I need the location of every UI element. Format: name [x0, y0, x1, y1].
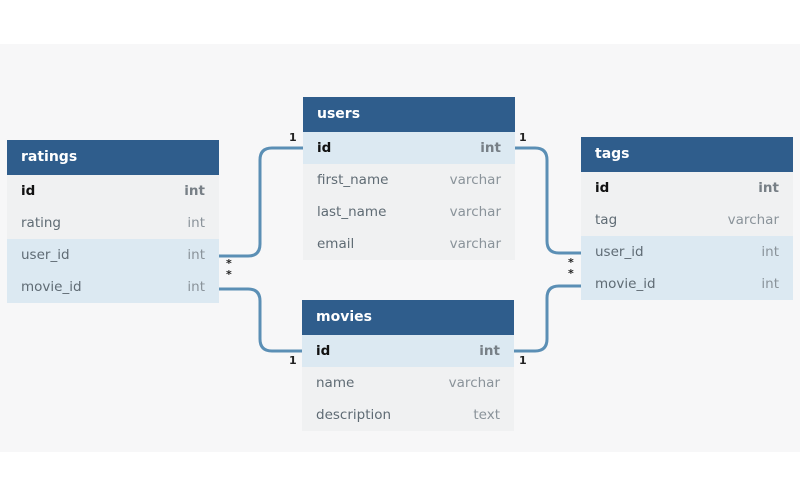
field-name: movie_id — [21, 279, 82, 295]
table-header-ratings: ratings — [7, 140, 219, 175]
cardinality-one-movies-left: 1 — [289, 354, 297, 367]
field-type: int — [187, 279, 205, 295]
field-name: first_name — [317, 172, 389, 188]
field-row-tags-user-id[interactable]: user_id int — [581, 236, 793, 268]
field-row-tags-movie-id[interactable]: movie_id int — [581, 268, 793, 300]
field-row-users-id[interactable]: id int — [303, 132, 515, 164]
cardinality-one-movies-right: 1 — [519, 354, 527, 367]
field-name: last_name — [317, 204, 387, 220]
field-type: int — [480, 140, 501, 156]
field-row-ratings-user-id[interactable]: user_id int — [7, 239, 219, 271]
field-name: id — [317, 140, 332, 156]
field-type: int — [761, 244, 779, 260]
cardinality-one-users-left: 1 — [289, 131, 297, 144]
field-row-tags-tag[interactable]: tag varchar — [581, 204, 793, 236]
field-name: id — [595, 180, 610, 196]
field-type: int — [184, 183, 205, 199]
field-name: user_id — [595, 244, 644, 260]
field-type: int — [758, 180, 779, 196]
cardinality-many-tags-user: * — [568, 256, 574, 269]
table-tags[interactable]: tags id int tag varchar user_id int movi… — [581, 137, 793, 300]
table-movies[interactable]: movies id int name varchar description t… — [302, 300, 514, 431]
table-header-movies: movies — [302, 300, 514, 335]
field-name: user_id — [21, 247, 70, 263]
field-type: varchar — [449, 172, 501, 188]
field-row-ratings-id[interactable]: id int — [7, 175, 219, 207]
field-row-ratings-movie-id[interactable]: movie_id int — [7, 271, 219, 303]
table-users[interactable]: users id int first_name varchar last_nam… — [303, 97, 515, 260]
field-type: text — [473, 407, 500, 423]
field-name: email — [317, 236, 355, 252]
cardinality-one-users-right: 1 — [519, 131, 527, 144]
field-row-movies-name[interactable]: name varchar — [302, 367, 514, 399]
cardinality-many-tags-movie: * — [568, 267, 574, 280]
field-name: tag — [595, 212, 618, 228]
field-name: id — [21, 183, 36, 199]
field-row-ratings-rating[interactable]: rating int — [7, 207, 219, 239]
field-row-movies-id[interactable]: id int — [302, 335, 514, 367]
field-type: int — [187, 247, 205, 263]
field-type: int — [187, 215, 205, 231]
field-type: varchar — [448, 375, 500, 391]
cardinality-many-ratings-user: * — [226, 257, 232, 270]
field-type: varchar — [449, 204, 501, 220]
field-row-tags-id[interactable]: id int — [581, 172, 793, 204]
field-name: rating — [21, 215, 61, 231]
field-row-users-last-name[interactable]: last_name varchar — [303, 196, 515, 228]
cardinality-many-ratings-movie: * — [226, 268, 232, 281]
table-ratings[interactable]: ratings id int rating int user_id int mo… — [7, 140, 219, 303]
field-row-movies-description[interactable]: description text — [302, 399, 514, 431]
field-type: int — [761, 276, 779, 292]
field-type: varchar — [449, 236, 501, 252]
field-name: description — [316, 407, 392, 423]
field-name: name — [316, 375, 355, 391]
field-name: id — [316, 343, 331, 359]
field-row-users-first-name[interactable]: first_name varchar — [303, 164, 515, 196]
table-header-tags: tags — [581, 137, 793, 172]
field-row-users-email[interactable]: email varchar — [303, 228, 515, 260]
field-name: movie_id — [595, 276, 656, 292]
table-header-users: users — [303, 97, 515, 132]
field-type: varchar — [727, 212, 779, 228]
field-type: int — [479, 343, 500, 359]
